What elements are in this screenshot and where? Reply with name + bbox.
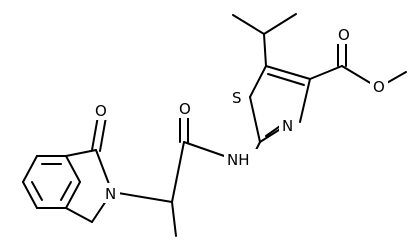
atom-labels: O N O NH S N O O <box>92 24 388 203</box>
benzene-inner-bond <box>60 181 72 201</box>
thiazole-bond <box>299 78 311 123</box>
isoindolinone-bond <box>65 149 97 157</box>
bond-lines <box>22 13 407 237</box>
benzene-bond <box>65 181 81 209</box>
benzene-bond <box>22 155 38 183</box>
oxygen-ester-carbonyl-label: O <box>338 26 350 44</box>
thiazole-double-bond <box>267 73 305 86</box>
ketone-double-bond <box>99 116 107 152</box>
thiazole-bond <box>249 96 261 143</box>
ester-bond <box>309 65 343 80</box>
isopropyl-bond <box>263 33 267 67</box>
alkyl-bond <box>111 191 173 203</box>
methyl-ester-bond <box>384 71 407 85</box>
thiazole-bond <box>249 65 267 98</box>
oxygen-ketone-label: O <box>95 102 107 120</box>
isoindolinone-bond <box>65 207 93 223</box>
methyl-bond <box>171 201 177 237</box>
nitrogen-thiazole-label: N <box>282 117 293 135</box>
oxygen-ester-label: O <box>373 78 385 96</box>
ketone-double-bond <box>91 115 99 151</box>
benzene-bond <box>65 155 81 183</box>
nitrogen-isoindolinone-label: N <box>105 185 116 203</box>
sulfur-label: S <box>232 89 242 107</box>
isopropyl-bond <box>232 14 265 35</box>
thiazole-double-bond <box>265 65 311 80</box>
oxygen-amide-label: O <box>179 100 191 118</box>
isopropyl-bond <box>263 13 297 35</box>
benzene-bond <box>22 181 38 209</box>
thiazole-double-bond <box>259 127 283 143</box>
nh-label: NH <box>227 151 250 169</box>
amide-bond <box>183 141 231 159</box>
benzene-inner-bond <box>31 181 43 201</box>
ester-bond <box>341 65 373 85</box>
alkyl-bond <box>171 141 185 203</box>
